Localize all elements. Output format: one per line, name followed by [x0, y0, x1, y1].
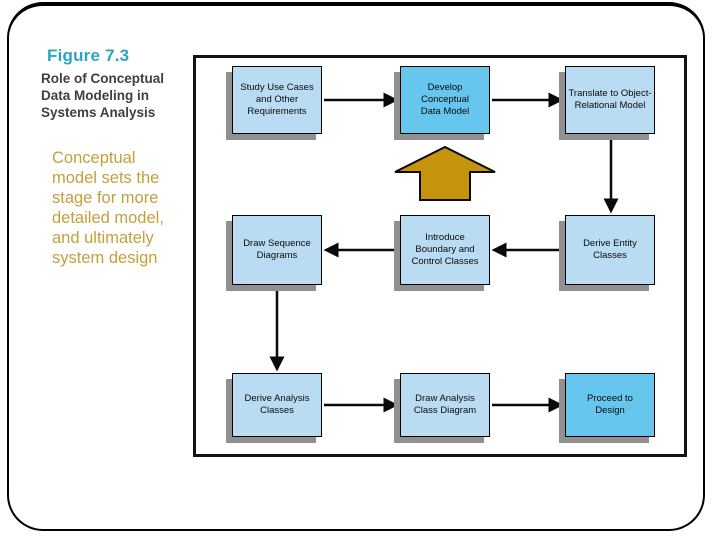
node-translate-to-object-relational-model: Translate to Object- Relational Model — [565, 66, 655, 134]
node-derive-analysis-classes: Derive Analysis Classes — [232, 373, 322, 437]
node-derive-entity-classes: Derive Entity Classes — [565, 215, 655, 285]
figure-label: Figure 7.3 — [47, 46, 130, 65]
node-draw-analysis-class-diagram: Draw Analysis Class Diagram — [400, 373, 490, 437]
node-draw-sequence-diagrams: Draw Sequence Diagrams — [232, 215, 322, 285]
block-up-arrow — [394, 145, 496, 201]
connector-arrows — [269, 92, 619, 413]
figure-caption: Role of Conceptual Data Modeling in Syst… — [41, 71, 165, 120]
slide-border — [7, 2, 705, 531]
node-proceed-to-design: Proceed to Design — [565, 373, 655, 437]
note-text: Conceptual model sets the stage for more… — [52, 149, 164, 267]
figure-panel: Study Use Cases and Other Requirements D… — [193, 55, 687, 457]
node-introduce-boundary-and-control-classes: Introduce Boundary and Control Classes — [400, 215, 490, 285]
node-study-use-cases: Study Use Cases and Other Requirements — [232, 66, 322, 134]
node-develop-conceptual-data-model: Develop Conceptual Data Model — [400, 66, 490, 134]
